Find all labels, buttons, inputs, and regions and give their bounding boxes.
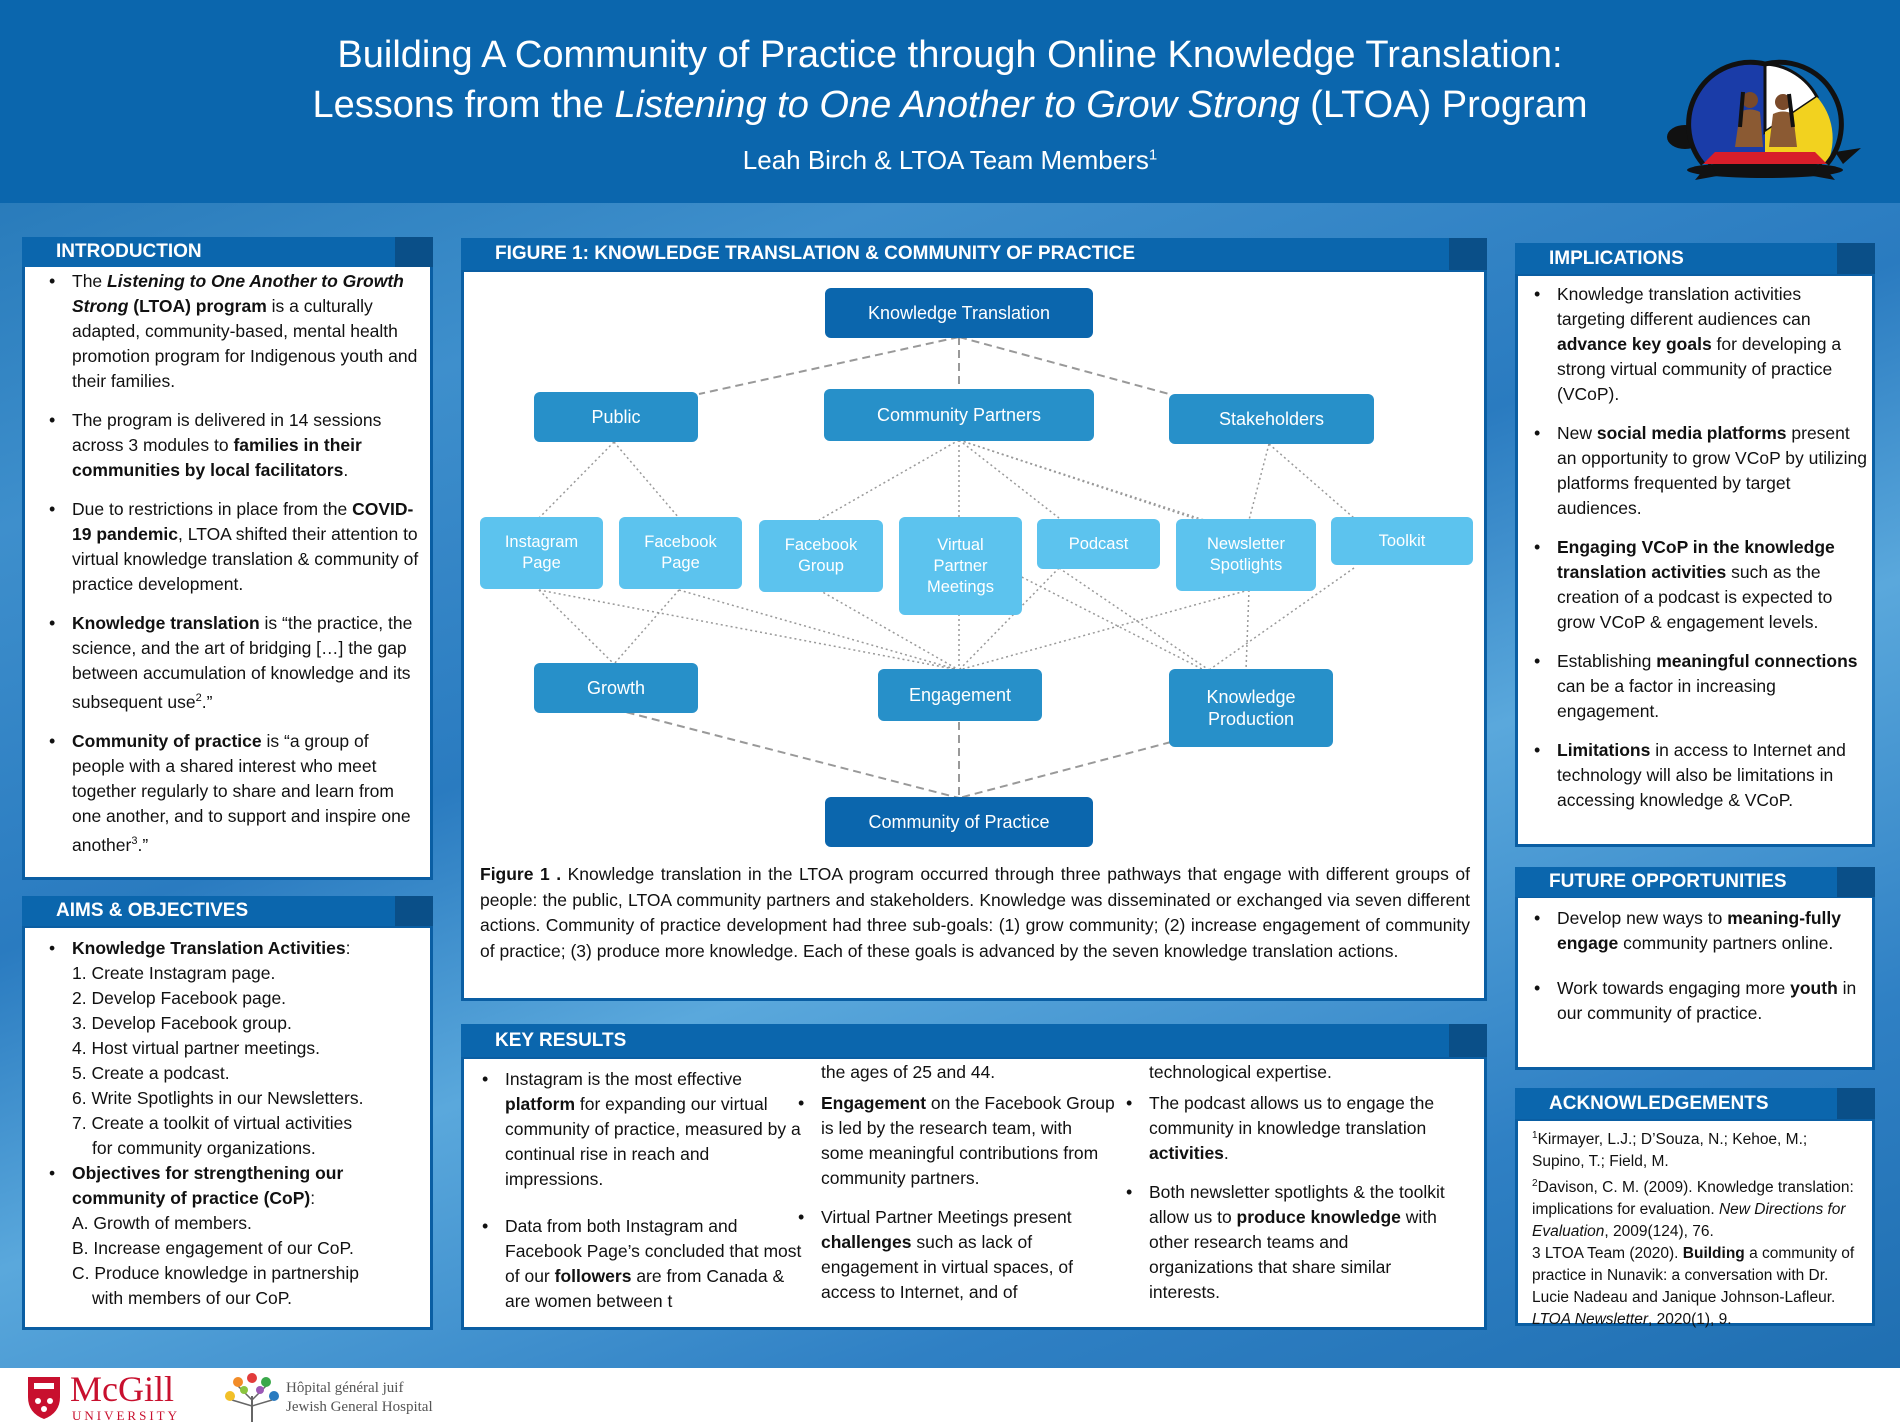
node-community-partners: Community Partners bbox=[824, 389, 1094, 441]
acknowledgements-heading: ACKNOWLEDGEMENTS bbox=[1515, 1088, 1875, 1119]
results-col-3: technological expertise. The podcast all… bbox=[1114, 1060, 1454, 1319]
intro-item: Community of practice is “a group of peo… bbox=[37, 729, 421, 858]
intro-item: Knowledge translation is “the practice, … bbox=[37, 611, 421, 715]
turtle-logo-icon bbox=[1667, 59, 1861, 180]
title-line-1: Building A Community of Practice through… bbox=[337, 34, 1563, 76]
figure-heading: FIGURE 1: KNOWLEDGE TRANSLATION & COMMUN… bbox=[461, 238, 1487, 270]
implications-heading: IMPLICATIONS bbox=[1515, 243, 1875, 274]
poster-header: Building A Community of Practice through… bbox=[0, 0, 1900, 203]
node-community-of-practice: Community of Practice bbox=[825, 797, 1093, 847]
aims-panel: •Knowledge Translation Activities: 1. Cr… bbox=[22, 925, 433, 1330]
intro-item: Due to restrictions in place from the CO… bbox=[37, 497, 421, 597]
implication-item: Knowledge translation activities targeti… bbox=[1522, 282, 1868, 407]
node-public: Public bbox=[534, 392, 698, 442]
results-col-1: Instagram is the most effective platform… bbox=[470, 1067, 810, 1328]
intro-item: The program is delivered in 14 sessions … bbox=[37, 408, 421, 483]
implication-item: Establishing meaningful connections can … bbox=[1522, 649, 1868, 724]
list-item: 5. Create a podcast. bbox=[72, 1063, 230, 1083]
intro-item: The Listening to One Another to Growth S… bbox=[37, 269, 421, 394]
key-results-panel: Instagram is the most effective platform… bbox=[461, 1056, 1487, 1330]
node-newsletter-spotlights: Newsletter Spotlights bbox=[1176, 519, 1316, 591]
introduction-heading: INTRODUCTION bbox=[22, 237, 433, 267]
hospital-name-en: Jewish General Hospital bbox=[286, 1399, 433, 1415]
figure-connector-lines bbox=[538, 336, 1355, 799]
list-item: 6. Write Spotlights in our Newsletters. bbox=[72, 1088, 364, 1108]
future-heading: FUTURE OPPORTUNITIES bbox=[1515, 867, 1875, 897]
aims-heading: AIMS & OBJECTIVES bbox=[22, 896, 433, 926]
node-knowledge-production: Knowledge Production bbox=[1169, 669, 1333, 747]
node-engagement: Engagement bbox=[878, 669, 1042, 721]
hospital-tree-logo-icon bbox=[225, 1373, 279, 1422]
reference-2: 2Davison, C. M. (2009). Knowledge transl… bbox=[1532, 1178, 1854, 1241]
result-item: Both newsletter spotlights & the toolkit… bbox=[1114, 1180, 1454, 1305]
list-item: 3. Develop Facebook group. bbox=[72, 1013, 292, 1033]
key-results-heading: KEY RESULTS bbox=[461, 1024, 1487, 1057]
node-stakeholders: Stakeholders bbox=[1169, 394, 1374, 444]
implications-panel: Knowledge translation activities targeti… bbox=[1515, 273, 1875, 847]
hospital-name-fr: Hôpital général juif bbox=[286, 1380, 404, 1396]
introduction-list: The Listening to One Another to Growth S… bbox=[37, 269, 421, 858]
objectives-label: •Objectives for strengthening our commun… bbox=[49, 1163, 344, 1208]
objectives-list: A. Growth of members. B. Increase engage… bbox=[37, 1211, 421, 1311]
list-item: for community organizations. bbox=[92, 1138, 316, 1158]
node-virtual-partner-meetings: Virtual Partner Meetings bbox=[899, 517, 1022, 615]
poster-title: Building A Community of Practice through… bbox=[0, 30, 1900, 130]
list-item: 4. Host virtual partner meetings. bbox=[72, 1038, 321, 1058]
result-item: Instagram is the most effective platform… bbox=[470, 1067, 810, 1192]
list-item: 7. Create a toolkit of virtual activitie… bbox=[72, 1113, 353, 1133]
mcgill-crest-icon bbox=[28, 1377, 60, 1419]
node-facebook-page: Facebook Page bbox=[619, 517, 742, 589]
list-item: B. Increase engagement of our CoP. bbox=[72, 1238, 354, 1258]
figure-caption: Figure 1 . Knowledge translation in the … bbox=[480, 864, 1470, 961]
implication-item: New social media platforms present an op… bbox=[1522, 421, 1868, 521]
result-item: Data from both Instagram and Facebook Pa… bbox=[470, 1214, 810, 1314]
acknowledgements-panel: 1Kirmayer, L.J.; D’Souza, N.; Kehoe, M.;… bbox=[1515, 1118, 1875, 1328]
node-facebook-group: Facebook Group bbox=[759, 520, 883, 592]
node-instagram-page: Instagram Page bbox=[480, 517, 603, 589]
author-line: Leah Birch & LTOA Team Members1 bbox=[742, 145, 1158, 175]
kt-activities-list: 1. Create Instagram page. 2. Develop Fac… bbox=[37, 961, 421, 1161]
list-item: 1. Create Instagram page. bbox=[72, 963, 276, 983]
future-item: Develop new ways to meaning-fully engage… bbox=[1522, 906, 1868, 956]
footer: McGill UNIVERSITY Hôpital général juif J… bbox=[0, 1368, 1900, 1425]
introduction-panel: The Listening to One Another to Growth S… bbox=[22, 264, 433, 880]
reference-1: 1Kirmayer, L.J.; D’Souza, N.; Kehoe, M.;… bbox=[1532, 1130, 1808, 1171]
future-item: Work towards engaging more youth in our … bbox=[1522, 976, 1868, 1026]
result-item: Engagement on the Facebook Group is led … bbox=[786, 1091, 1116, 1191]
reference-3: 3 LTOA Team (2020). Building a community… bbox=[1532, 1245, 1855, 1329]
node-toolkit: Toolkit bbox=[1331, 517, 1473, 565]
result-item: Virtual Partner Meetings present challen… bbox=[786, 1205, 1116, 1305]
node-growth: Growth bbox=[534, 663, 698, 713]
implication-item: Engaging VCoP in the knowledge translati… bbox=[1522, 535, 1868, 635]
kt-activities-label: •Knowledge Translation Activities: bbox=[49, 938, 351, 958]
title-line-2: Lessons from the Listening to One Anothe… bbox=[312, 84, 1588, 126]
mcgill-university: UNIVERSITY bbox=[72, 1408, 180, 1423]
results-col-2: the ages of 25 and 44. Engagement on the… bbox=[786, 1060, 1116, 1319]
result-item: The podcast allows us to engage the comm… bbox=[1114, 1091, 1454, 1166]
node-podcast: Podcast bbox=[1037, 519, 1160, 569]
list-item: with members of our CoP. bbox=[92, 1288, 293, 1308]
list-item: A. Growth of members. bbox=[72, 1213, 252, 1233]
list-item: 2. Develop Facebook page. bbox=[72, 988, 287, 1008]
implication-item: Limitations in access to Internet and te… bbox=[1522, 738, 1868, 813]
node-knowledge-translation: Knowledge Translation bbox=[825, 288, 1093, 338]
future-panel: Develop new ways to meaning-fully engage… bbox=[1515, 895, 1875, 1070]
list-item: C. Produce knowledge in partnership bbox=[72, 1263, 359, 1283]
figure-panel: Knowledge Translation Public Community P… bbox=[461, 269, 1487, 1001]
mcgill-wordmark: McGill bbox=[70, 1369, 174, 1409]
